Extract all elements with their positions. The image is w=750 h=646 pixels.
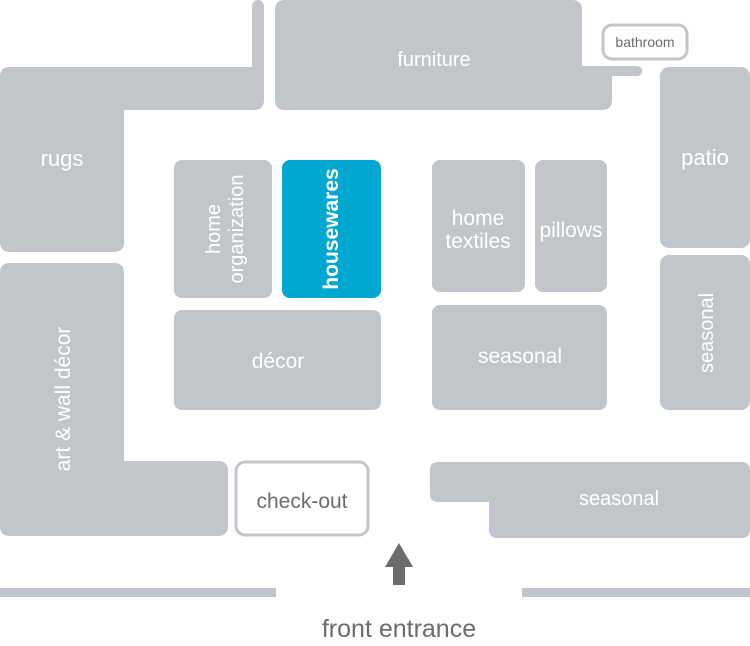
label-checkout: check-out (256, 490, 347, 513)
department-pillows[interactable] (535, 160, 607, 292)
label-front-entrance: front entrance (322, 615, 476, 643)
department-home-textiles[interactable] (432, 160, 525, 292)
front-wall-left (0, 588, 276, 597)
label-decor: décor (252, 350, 305, 373)
label-home-organization-line1: home (203, 204, 225, 254)
label-pillows: pillows (539, 219, 602, 242)
department-rugs[interactable] (0, 0, 264, 252)
department-decor[interactable] (174, 310, 381, 410)
department-seasonal-right[interactable] (660, 255, 750, 410)
label-seasonal-center: seasonal (478, 345, 562, 368)
up-arrow-icon (385, 543, 413, 585)
department-home-organization[interactable] (174, 160, 272, 298)
department-seasonal-center[interactable] (432, 305, 607, 410)
department-art-wall-decor[interactable] (0, 263, 228, 536)
label-housewares: housewares (320, 168, 343, 289)
department-housewares[interactable] (282, 160, 381, 298)
front-wall-right (522, 588, 750, 597)
label-patio: patio (681, 145, 729, 170)
department-bathroom[interactable] (601, 23, 689, 61)
label-art-wall-decor: art & wall décor (52, 327, 75, 472)
label-seasonal-bottom: seasonal (579, 488, 659, 510)
department-furniture[interactable] (275, 0, 642, 110)
label-furniture: furniture (397, 49, 470, 71)
department-checkout[interactable] (234, 460, 370, 537)
label-bathroom: bathroom (615, 34, 674, 50)
department-patio[interactable] (660, 67, 750, 248)
department-seasonal-bottom[interactable] (430, 462, 750, 538)
label-home-textiles-line2: textiles (445, 230, 510, 253)
label-home-organization-line2: organization (226, 175, 248, 284)
label-seasonal-right: seasonal (696, 293, 718, 373)
label-rugs: rugs (41, 146, 84, 171)
label-home-textiles-line1: home (452, 207, 505, 230)
